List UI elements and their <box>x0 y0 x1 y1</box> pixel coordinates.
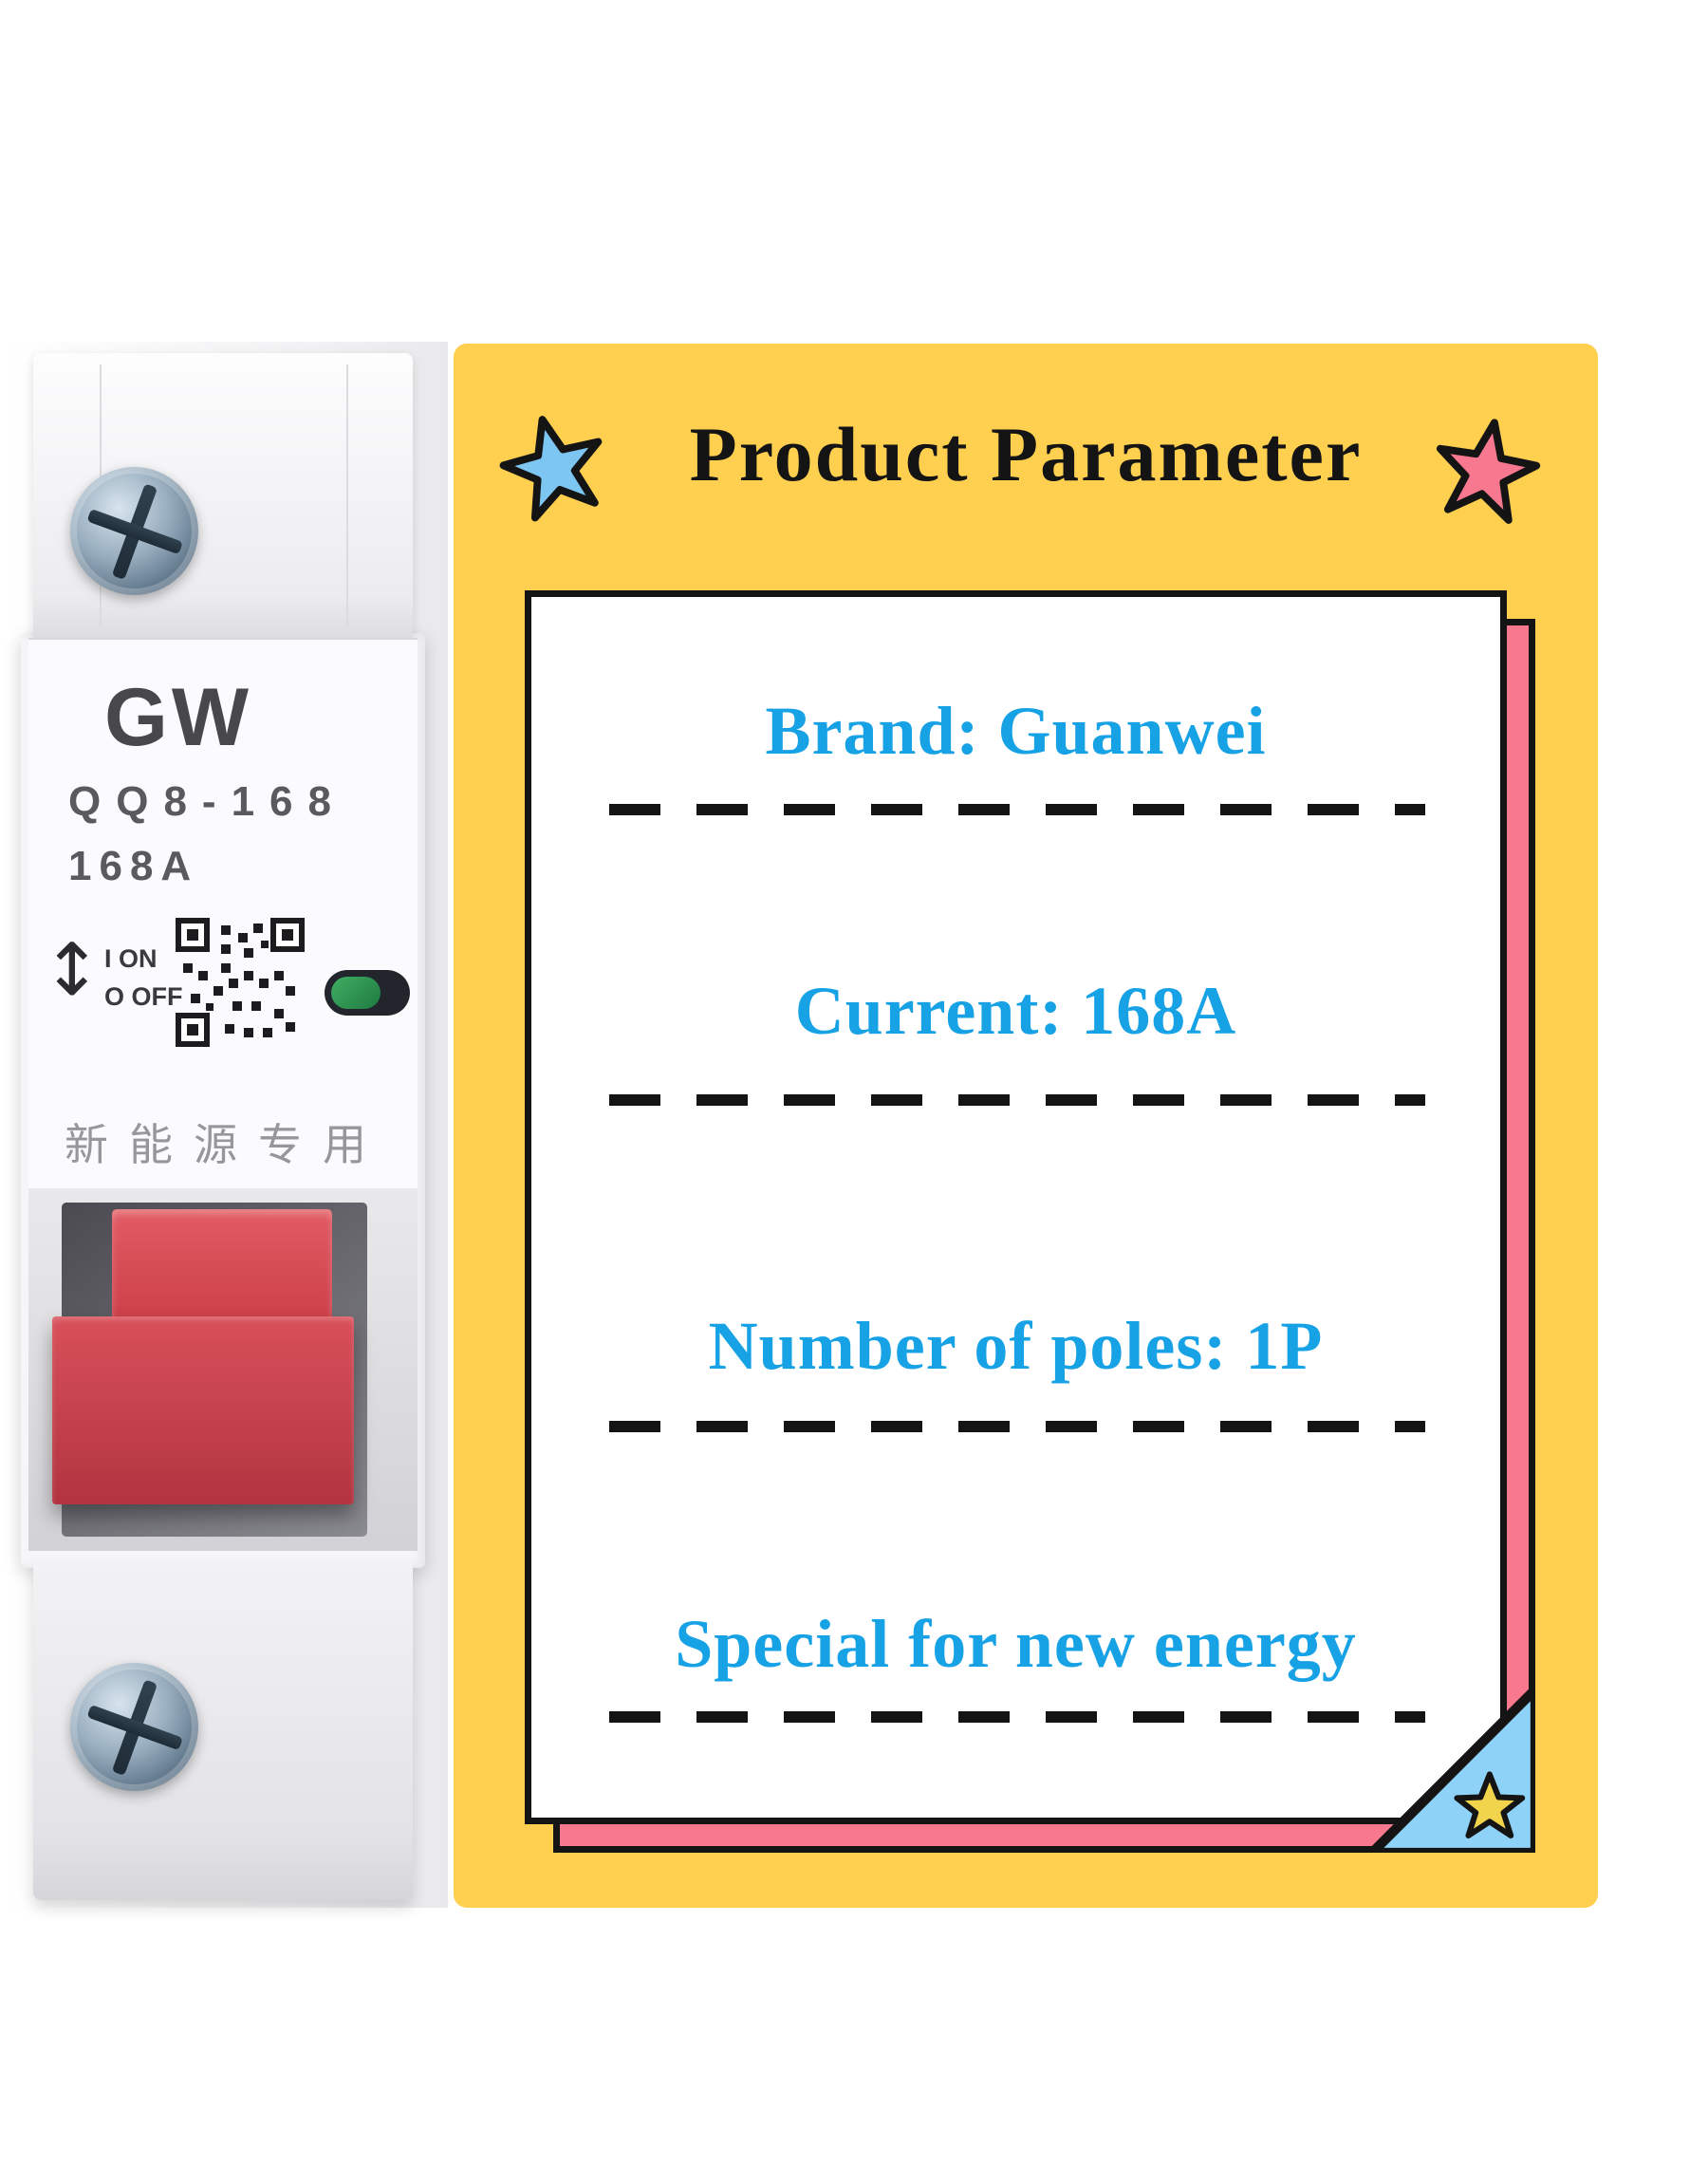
param-current: Current: 168A <box>794 973 1237 1049</box>
dashed-divider <box>609 1421 1425 1432</box>
toggle-handle-upper <box>112 1209 332 1321</box>
breaker-model-text: QQ8-168 <box>68 778 346 825</box>
breaker-label-face <box>28 638 418 1190</box>
pink-star-icon <box>1424 409 1548 532</box>
bottom-screw <box>70 1663 198 1791</box>
toggle-handle-lower <box>52 1316 354 1504</box>
corner-fold <box>1366 1684 1541 1858</box>
top-screw <box>70 467 198 595</box>
dashed-divider <box>609 1094 1425 1106</box>
param-usage: Special for new energy <box>675 1606 1357 1682</box>
dashed-divider <box>609 804 1425 815</box>
panel-title: Product Parameter <box>689 411 1363 497</box>
param-brand: Brand: Guanwei <box>765 693 1267 769</box>
circuit-breaker-photo: GW QQ8-168 168A ↕ I ON O OFF <box>9 353 436 1900</box>
corner-star-icon <box>1454 1771 1526 1838</box>
off-label: O OFF <box>104 982 183 1011</box>
seam-line <box>346 364 348 626</box>
status-indicator-window <box>325 970 410 1016</box>
parameter-card: Brand: Guanwei Current: 168A Number of p… <box>525 590 1507 1824</box>
on-label: I ON <box>104 944 158 973</box>
on-off-labels: I ON O OFF <box>104 940 183 1016</box>
green-indicator <box>331 977 381 1009</box>
breaker-brand-text: GW <box>104 672 253 763</box>
dashed-divider <box>609 1711 1425 1723</box>
breaker-usage-text: 新能源专用 <box>65 1120 387 1169</box>
param-poles: Number of poles: 1P <box>708 1308 1324 1384</box>
breaker-rating-text: 168A <box>68 843 199 889</box>
qr-code-icon <box>176 918 308 1051</box>
updown-arrow-icon: ↕ <box>42 927 102 1012</box>
blue-star-icon <box>490 402 619 532</box>
parameter-panel: Product Parameter Brand: Guanwei Current… <box>454 344 1598 1908</box>
